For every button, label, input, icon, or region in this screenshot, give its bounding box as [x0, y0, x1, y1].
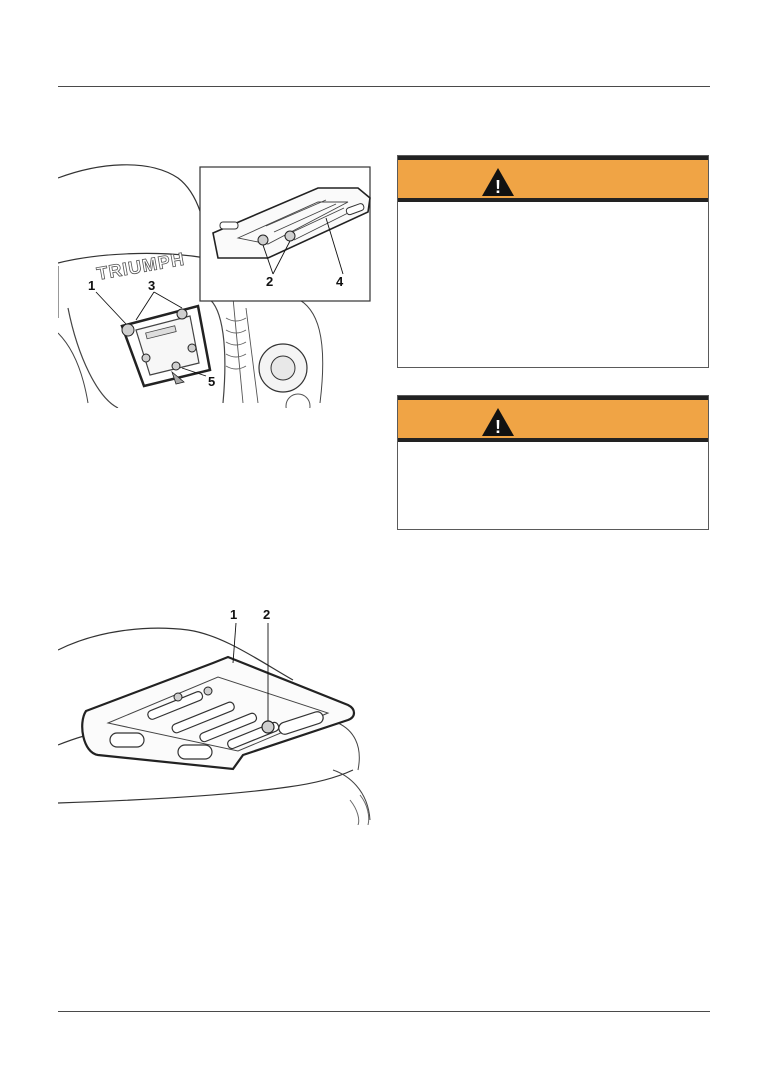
warning-box-1: ! [397, 155, 709, 368]
header-rule [58, 86, 710, 87]
triumph-logo: TRIUMPH [95, 249, 186, 284]
rack-bracket-illustration: TRIUMPH 1 3 5 [58, 164, 371, 408]
callout-3: 3 [148, 278, 155, 293]
warning-header: ! [398, 156, 708, 202]
callout-1: 1 [230, 607, 237, 622]
callout-1: 1 [88, 278, 95, 293]
warning-triangle-icon: ! [482, 408, 514, 437]
warning-box-2: ! [397, 395, 709, 530]
footer-rule [58, 1011, 710, 1012]
warning-header: ! [398, 396, 708, 442]
svg-text:!: ! [495, 417, 501, 437]
svg-text:!: ! [495, 177, 501, 197]
callout-5: 5 [208, 374, 215, 389]
inset-callout-2: 2 [266, 274, 273, 289]
callout-2: 2 [263, 607, 270, 622]
rack-illustration: 1 2 [58, 607, 371, 825]
inset-callout-4: 4 [336, 274, 344, 289]
warning-triangle-icon: ! [482, 168, 514, 197]
